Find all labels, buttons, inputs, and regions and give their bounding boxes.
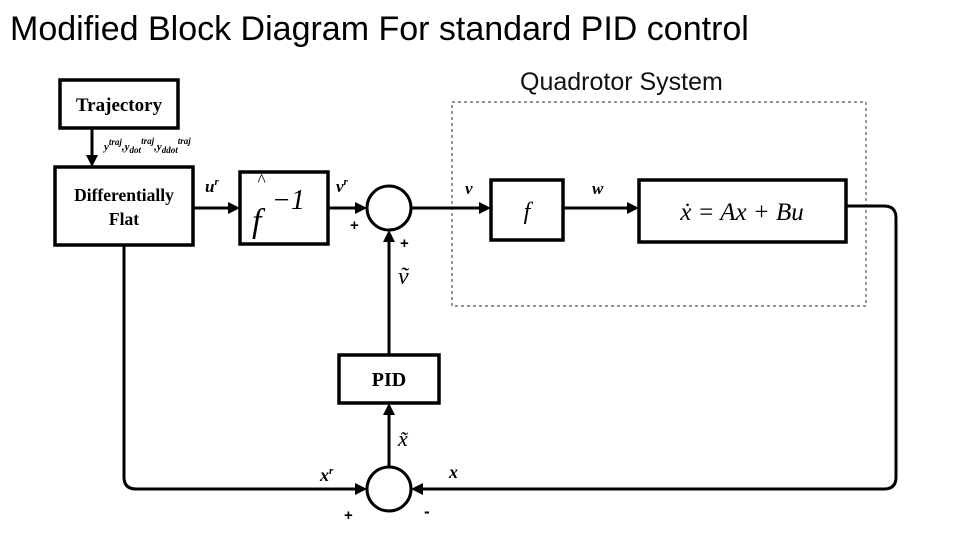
x-reference-label: xr <box>319 465 334 485</box>
summing-junction-reference <box>365 184 413 232</box>
trajectory-block: Trajectory <box>58 78 180 130</box>
sum1-left-sign: + <box>350 217 359 234</box>
pid-label: PID <box>372 369 406 391</box>
f-symbol: f <box>524 199 534 225</box>
x-feedback-label: x <box>448 462 458 482</box>
state-space-equation: ẋ = Ax + Bu <box>679 199 804 226</box>
f-inverse-hat: ^ <box>257 170 266 190</box>
differentially-flat-label-line1: Differentially <box>74 185 174 205</box>
sum1-bottom-sign: + <box>400 235 409 252</box>
v-tilde-label: ṽ <box>398 264 410 290</box>
f-inverse-block: ^ f −1 <box>238 170 330 246</box>
trajectory-label: Trajectory <box>76 95 163 116</box>
trajectory-signals-label: ytraj,ydottraj,yddottraj <box>102 136 191 155</box>
pid-block: PID <box>337 353 441 405</box>
u-reference-label: ur <box>205 176 219 196</box>
sum2-left-sign: + <box>344 507 353 524</box>
sum2-right-sign: - <box>424 502 430 521</box>
f-block: f <box>489 178 565 242</box>
w-signal-label: w <box>592 179 604 198</box>
page-title: Modified Block Diagram For standard PID … <box>10 10 749 48</box>
differentially-flat-block: Differentially Flat <box>53 165 195 247</box>
x-tilde-label: x̃ <box>397 426 408 451</box>
v-signal-label: v <box>465 179 473 198</box>
quadrotor-system-label: Quadrotor System <box>520 68 723 96</box>
quadrotor-system-boundary <box>451 101 867 307</box>
differentially-flat-label-line2: Flat <box>109 209 139 229</box>
plant-block: ẋ = Ax + Bu <box>637 178 848 244</box>
summing-junction-error <box>365 465 413 513</box>
f-inverse-exponent: −1 <box>272 185 305 216</box>
v-reference-label: vr <box>336 176 349 196</box>
connections <box>86 128 898 495</box>
